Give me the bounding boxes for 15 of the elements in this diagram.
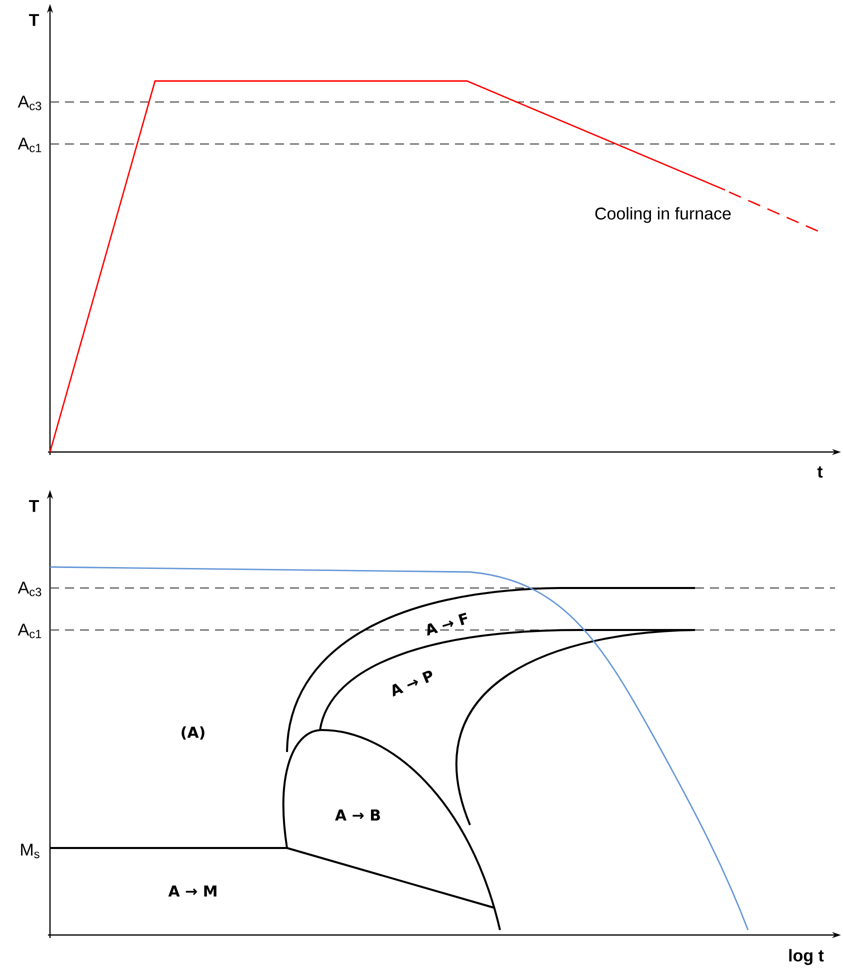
region-label: A → B [335, 810, 380, 820]
axis-label: T [29, 500, 40, 512]
level-label: M$_{s}$ [21, 844, 40, 858]
level-label: A$_{c1}$ [18, 138, 42, 152]
level-label: A$_{c1}$ [18, 624, 42, 638]
region-label: A → F [427, 612, 468, 636]
curve-label: Cooling in furnace [595, 207, 731, 223]
level-label: A$_{c3}$ [18, 582, 42, 596]
region-label: A → M [168, 886, 216, 896]
axis-label: t [817, 466, 823, 478]
region-label: (A) [182, 726, 204, 740]
level-label: A$_{c3}$ [18, 96, 42, 110]
region-label: A → P [392, 670, 432, 697]
axis-label: T [29, 14, 40, 26]
axis-label: log t [789, 949, 824, 965]
